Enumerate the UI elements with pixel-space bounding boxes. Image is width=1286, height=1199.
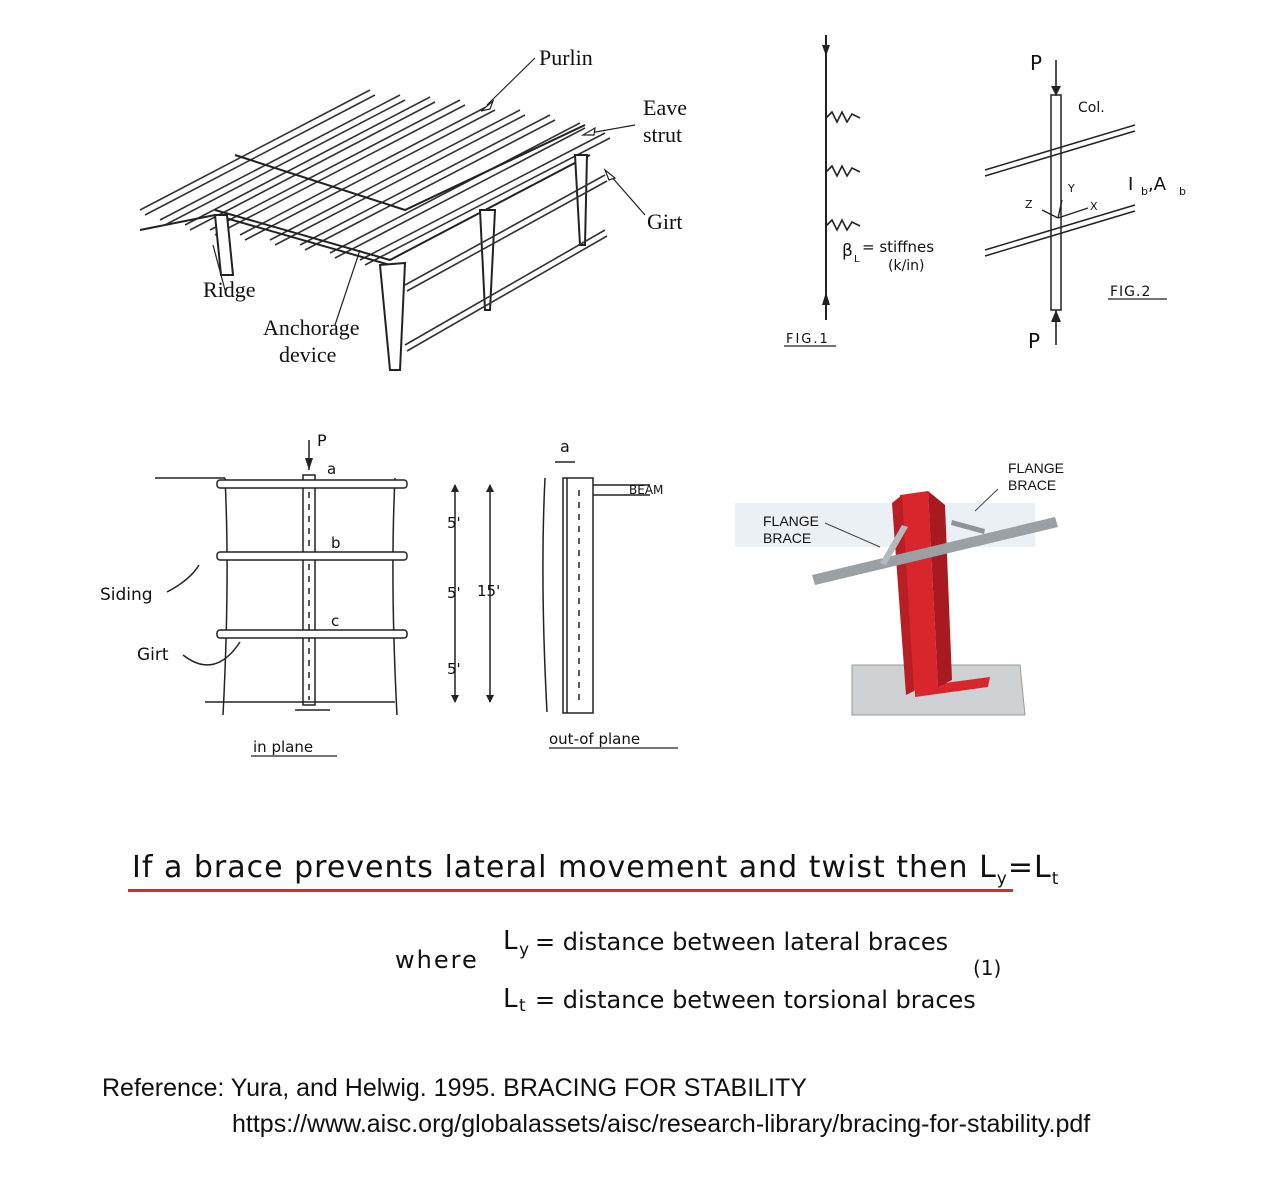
fig1-column-springs: β L = stiffnes (k/in) FIG.1 — [784, 35, 934, 347]
definitions-block: where L y = distance between lateral bra… — [395, 918, 1015, 1028]
def2-text: = distance between torsional braces — [535, 986, 976, 1014]
flange-brace-left-1: FLANGE — [763, 513, 819, 529]
purlin-label: Purlin — [539, 45, 593, 70]
statement-underline — [128, 889, 1013, 892]
stiffness-beta: β — [842, 241, 853, 261]
gf-spacing-bot: 5' — [447, 660, 461, 678]
gf-out-dim: a — [560, 437, 570, 456]
eave-label-2: strut — [643, 122, 682, 147]
gf-point-c: c — [331, 612, 339, 630]
gf-out-of-plane: out-of plane — [549, 730, 640, 748]
brace-statement: If a brace prevents lateral movement and… — [128, 850, 1058, 892]
gf-load: P — [317, 431, 327, 450]
gf-point-b: b — [331, 534, 341, 552]
fig2-load-top: P — [1030, 51, 1042, 75]
ridge-label: Ridge — [203, 277, 256, 302]
anchorage-label-2: device — [279, 342, 336, 367]
girt-lines — [404, 174, 608, 352]
fig1-caption: FIG.1 — [786, 332, 830, 347]
flange-brace-figure: FLANGE BRACE FLANGE BRACE — [735, 460, 1064, 716]
def1-sub: y — [519, 940, 530, 960]
stiffness-units: (k/in) — [888, 258, 925, 274]
def1-text: = distance between lateral braces — [535, 928, 949, 956]
reference-url[interactable]: https://www.aisc.org/globalassets/aisc/r… — [232, 1110, 1091, 1138]
fig2-brace-sub1: b — [1141, 185, 1148, 198]
equation-number: (1) — [973, 956, 1002, 980]
stiffness-sub: L — [854, 254, 860, 265]
fig2-column-brace: P P Col. I b ,A b Z Y X FIG.2 — [984, 51, 1186, 353]
roof-columns — [213, 154, 589, 371]
reference-line: Reference: Yura, and Helwig. 1995. BRACI… — [102, 1074, 807, 1102]
def1-L: L — [503, 926, 518, 956]
axis-z-label: Z — [1025, 198, 1033, 211]
def2-sub: t — [519, 996, 526, 1016]
girt-bracing-figure: P a b c 5' 5' 5' 15' Siding Girt in plan… — [100, 431, 678, 757]
gf-siding: Siding — [100, 585, 153, 605]
fig2-brace-A: ,A — [1148, 174, 1167, 195]
statement-text: If a brace prevents lateral movement and… — [132, 850, 1060, 889]
fig2-col-label: Col. — [1078, 100, 1105, 116]
axis-x-label: X — [1090, 200, 1098, 213]
gf-point-a: a — [327, 460, 336, 478]
flange-brace-right-2: BRACE — [1008, 477, 1056, 493]
stiffness-text: = stiffnes — [862, 238, 934, 256]
flange-brace-left-2: BRACE — [763, 530, 811, 546]
axis-triad — [1041, 199, 1089, 219]
gf-girt: Girt — [137, 645, 169, 665]
brace-members — [984, 124, 1136, 257]
anchorage-label-1: Anchorage — [263, 315, 360, 340]
fig2-load-bottom: P — [1028, 329, 1040, 353]
fig2-caption: FIG.2 — [1110, 284, 1151, 300]
fig2-brace-sub2: b — [1179, 185, 1186, 198]
gf-height-total: 15' — [477, 582, 500, 600]
gf-spacing-top: 5' — [447, 514, 461, 532]
def2-L: L — [503, 984, 518, 1014]
where-word: where — [395, 946, 479, 974]
gf-beam: BEAM — [629, 483, 663, 497]
eave-label-1: Eave — [643, 95, 687, 120]
roof-framing-figure: Purlin Eave strut Girt Ridge Anchorage d… — [139, 45, 687, 371]
purlin-lines — [139, 89, 611, 266]
gf-spacing-mid: 5' — [447, 584, 461, 602]
spring-symbols — [825, 110, 861, 232]
axis-y-label: Y — [1067, 182, 1075, 195]
fig2-brace-I: I — [1128, 174, 1133, 195]
girt-label: Girt — [647, 209, 682, 234]
flange-brace-right-1: FLANGE — [1008, 460, 1064, 476]
gf-in-plane: in plane — [253, 738, 313, 756]
